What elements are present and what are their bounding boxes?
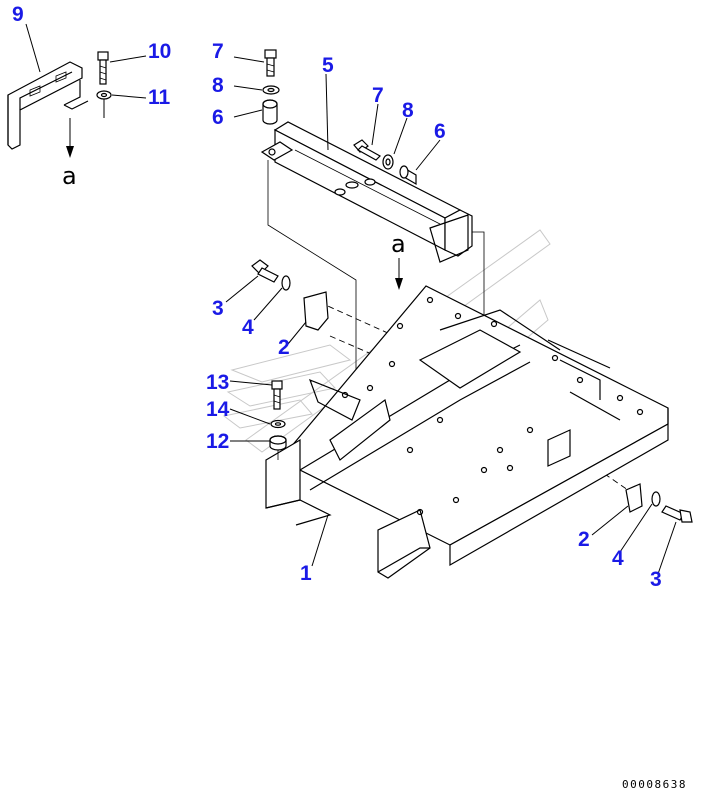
bolt-part-10 xyxy=(97,51,109,85)
washer-part-8-upper xyxy=(262,85,280,95)
plate-part-2-right xyxy=(625,483,643,513)
callout-8-right: 8 xyxy=(402,99,414,122)
callout-6-upper: 6 xyxy=(212,106,224,129)
bolt-part-3-left xyxy=(251,259,279,283)
beam-part-5 xyxy=(260,121,473,263)
spacer-part-6-upper xyxy=(262,99,278,125)
washer-part-14 xyxy=(270,419,286,429)
callout-12: 12 xyxy=(206,430,229,453)
callout-11: 11 xyxy=(148,86,171,109)
spacer-part-12 xyxy=(269,435,287,460)
spacer-part-6-right xyxy=(399,165,417,186)
callout-5: 5 xyxy=(322,54,334,77)
washer-part-4-left xyxy=(281,275,291,291)
callout-2-right: 2 xyxy=(578,528,590,551)
callout-10: 10 xyxy=(148,40,171,63)
callout-2-left: 2 xyxy=(278,336,290,359)
callout-3-left: 3 xyxy=(212,297,224,320)
callout-14: 14 xyxy=(206,398,230,421)
callout-13: 13 xyxy=(206,371,229,394)
callout-3-right: 3 xyxy=(650,568,662,591)
callout-7-upper: 7 xyxy=(212,40,224,63)
document-number: 00008638 xyxy=(622,778,687,791)
view-ref-a-on-frame: a xyxy=(391,230,406,258)
callout-9: 9 xyxy=(12,3,24,26)
callout-4-left: 4 xyxy=(242,316,254,339)
bolt-part-7-right xyxy=(353,139,381,161)
callout-8-upper: 8 xyxy=(212,74,224,97)
bolt-part-7-upper xyxy=(264,49,277,77)
bracket-part-9 xyxy=(7,61,89,150)
view-arrow-on-frame xyxy=(395,258,403,290)
bolt-part-3-right xyxy=(661,505,693,523)
frame-part-1 xyxy=(265,285,669,579)
washer-part-4-right xyxy=(651,491,661,507)
callout-4-right: 4 xyxy=(612,547,624,570)
callout-7-right: 7 xyxy=(372,84,384,107)
callout-1: 1 xyxy=(300,562,312,585)
washer-part-8-right xyxy=(382,154,394,170)
view-ref-a-top-left: a xyxy=(62,162,77,190)
washer-part-11 xyxy=(96,90,112,118)
plate-part-2-left xyxy=(303,291,329,331)
callout-6-right: 6 xyxy=(434,120,446,143)
callout-leaders xyxy=(25,23,677,575)
bolt-part-13 xyxy=(271,380,283,410)
view-arrow-top-left xyxy=(66,118,74,158)
